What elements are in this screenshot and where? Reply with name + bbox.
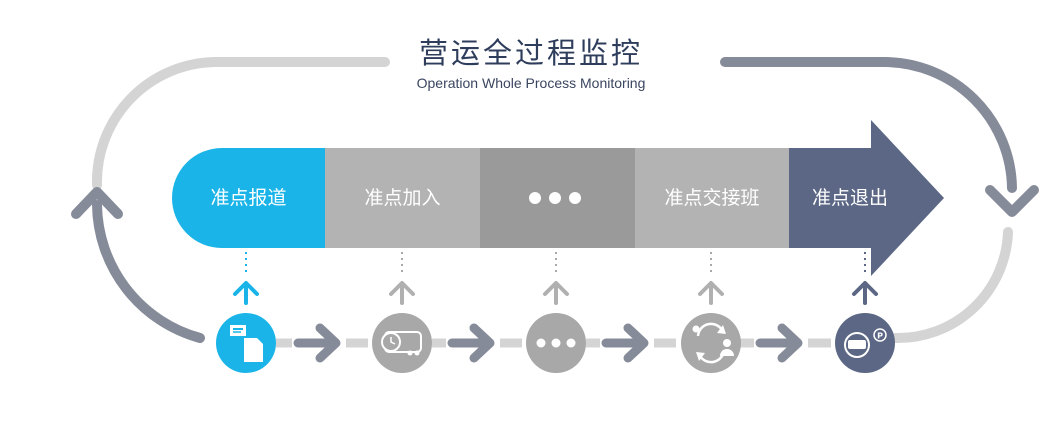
up-arrow-icon bbox=[543, 281, 569, 305]
cycle-top-left-arc bbox=[91, 57, 390, 190]
flow-arrows bbox=[293, 323, 803, 363]
up-arrow-icon bbox=[389, 281, 415, 305]
right-arrow-icon bbox=[755, 323, 803, 363]
up-arrow-icon bbox=[233, 281, 259, 305]
stage-label-handover: 准点交接班 bbox=[664, 187, 760, 209]
up-arrows bbox=[233, 281, 878, 305]
ellipsis-dots bbox=[529, 192, 581, 204]
stage-5-arrow-segment bbox=[789, 120, 944, 276]
stage-2-segment bbox=[325, 148, 480, 248]
right-arrow-icon bbox=[447, 323, 495, 363]
svg-text:P: P bbox=[877, 332, 883, 341]
clock-bus-icon bbox=[372, 313, 432, 373]
diagram-subtitle: Operation Whole Process Monitoring bbox=[416, 75, 646, 91]
stage-4-segment bbox=[635, 148, 789, 248]
ellipsis-icon bbox=[526, 313, 586, 373]
cycle-down-arrowhead bbox=[985, 185, 1039, 217]
right-arrow-icon bbox=[601, 323, 649, 363]
up-arrow-icon bbox=[698, 281, 724, 305]
cycle-left-lower-arc bbox=[92, 200, 205, 343]
stage-label-exit: 准点退出 bbox=[811, 187, 888, 209]
stage-1-segment bbox=[172, 148, 325, 248]
bus-parking-icon: P bbox=[835, 313, 895, 373]
cycle-right-lower-arc bbox=[890, 227, 1013, 344]
report-document-icon bbox=[216, 313, 276, 373]
up-arrow-icon bbox=[852, 281, 878, 305]
cycle-up-arrowhead bbox=[71, 187, 123, 219]
cycle-top-right-arc bbox=[720, 57, 1017, 193]
diagram-title: 营运全过程监控 bbox=[418, 36, 643, 70]
stage-label-report: 准点报道 bbox=[210, 187, 287, 209]
handover-people-icon bbox=[681, 313, 741, 373]
right-arrow-icon bbox=[293, 323, 341, 363]
connectors bbox=[245, 252, 866, 275]
stage-label-join: 准点加入 bbox=[364, 187, 441, 209]
